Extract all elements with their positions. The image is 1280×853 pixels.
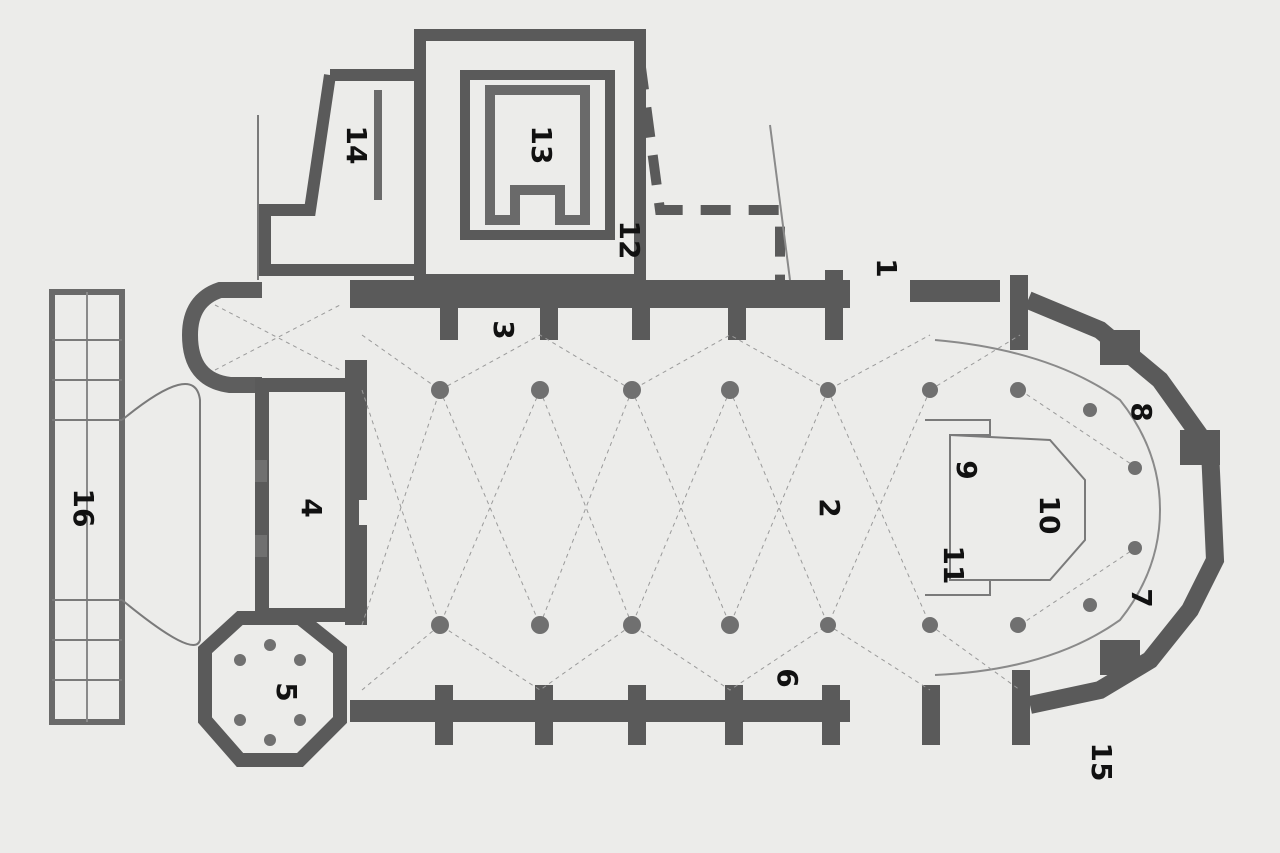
plan-label-10: 10 bbox=[1033, 496, 1066, 535]
plan-label-7: 7 bbox=[1125, 588, 1158, 607]
octagonal-chapel bbox=[198, 611, 347, 767]
plan-label-2: 2 bbox=[813, 498, 846, 517]
plan-label-15: 15 bbox=[1085, 743, 1118, 782]
plan-label-14: 14 bbox=[340, 126, 373, 165]
plan-label-6: 6 bbox=[771, 668, 804, 687]
plan-label-5: 5 bbox=[270, 682, 303, 701]
nave-piers bbox=[431, 381, 1142, 634]
north-annex bbox=[257, 29, 791, 286]
plan-label-11: 11 bbox=[937, 546, 970, 585]
plan-label-8: 8 bbox=[1125, 402, 1158, 421]
plan-label-16: 16 bbox=[67, 489, 100, 528]
choir bbox=[925, 419, 1086, 596]
plan-label-13: 13 bbox=[525, 126, 558, 165]
apse-ambulatory bbox=[934, 291, 1225, 714]
north-apse bbox=[181, 282, 262, 393]
plan-label-9: 9 bbox=[950, 460, 983, 479]
plan-label-4: 4 bbox=[295, 498, 328, 517]
plan-label-3: 3 bbox=[487, 320, 520, 339]
plan-label-1: 1 bbox=[870, 258, 903, 277]
plan-label-12: 12 bbox=[613, 221, 646, 260]
portico bbox=[49, 289, 201, 725]
